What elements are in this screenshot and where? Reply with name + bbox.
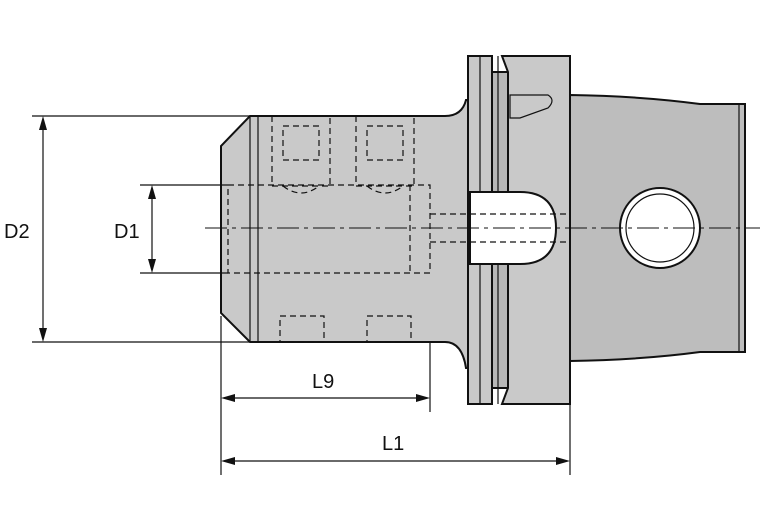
d1-arrow-top	[148, 185, 156, 199]
l1-arrow-right	[556, 457, 570, 465]
l9-arrow-right	[416, 394, 430, 402]
d2-label: D2	[4, 221, 30, 243]
internal-bore-hidden	[227, 184, 431, 274]
l1-label: L1	[382, 433, 404, 455]
d2-arrow-bottom	[39, 328, 47, 342]
d1-label: D1	[114, 221, 140, 243]
d2-arrow-top	[39, 116, 47, 130]
l9-label: L9	[312, 371, 334, 393]
screw-seat-bottom-2	[366, 315, 412, 343]
l1-arrow-left	[221, 457, 235, 465]
screw-top-1	[271, 115, 331, 194]
l9-arrow-left	[221, 394, 235, 402]
flange-notch	[509, 94, 553, 119]
screw-top-2	[355, 115, 415, 194]
d1-arrow-bottom	[148, 259, 156, 273]
front-body	[220, 99, 471, 369]
screw-seat-bottom-1	[279, 315, 325, 343]
